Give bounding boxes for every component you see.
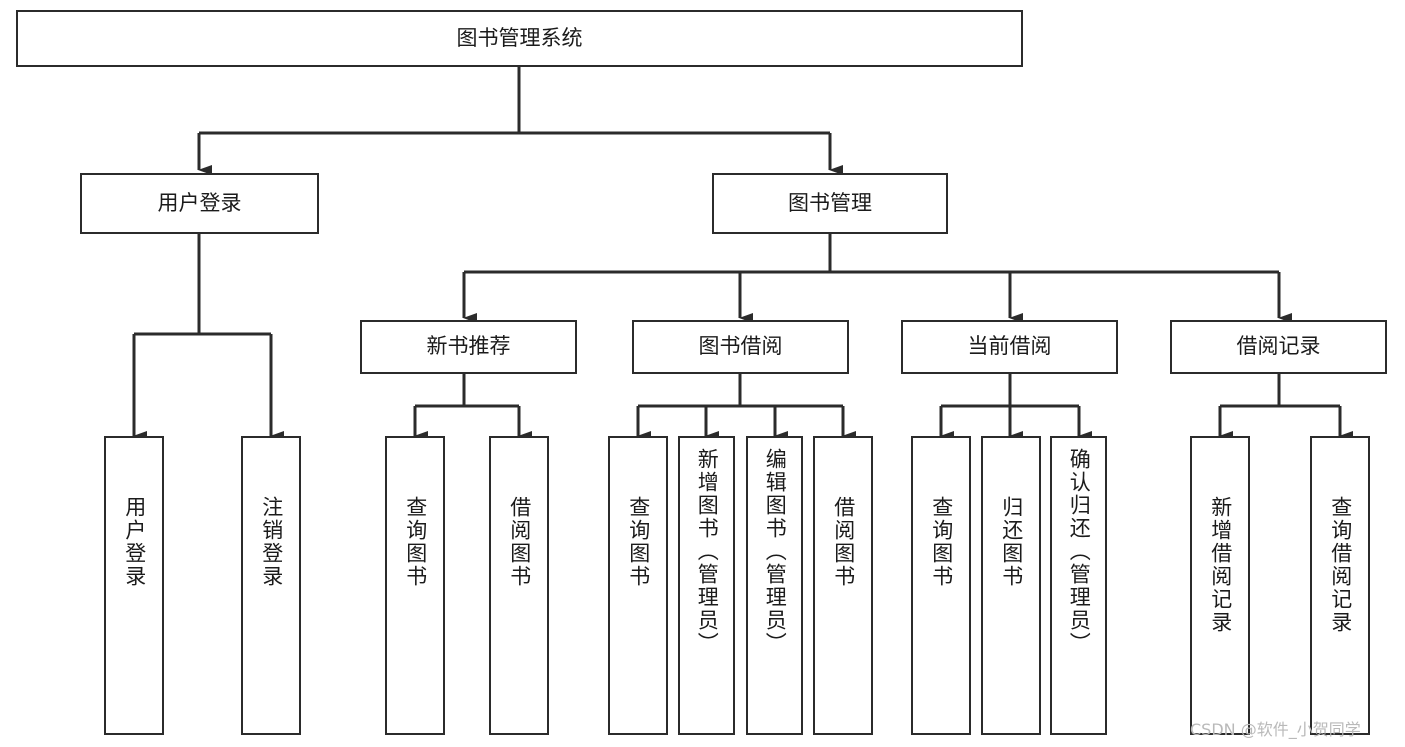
node-label: 当前借阅 [967, 335, 1052, 359]
leaf-query-book-3[interactable]: 查询图书 [911, 436, 971, 735]
node-label: 编辑图书（管理员） [763, 448, 787, 655]
node-label: 借阅图书 [507, 496, 531, 588]
node-current-borrow[interactable]: 当前借阅 [901, 320, 1118, 374]
leaf-user-login[interactable]: 用户登录 [104, 436, 164, 735]
leaf-return-book[interactable]: 归还图书 [981, 436, 1041, 735]
node-label: 归还图书 [999, 496, 1023, 588]
node-label: 图书借阅 [698, 335, 783, 359]
csdn-watermark: CSDN @软件_小贺同学 [1190, 720, 1361, 739]
leaf-logout[interactable]: 注销登录 [241, 436, 301, 735]
leaf-confirm-return-admin[interactable]: 确认归还（管理员） [1050, 436, 1107, 735]
node-borrow-records[interactable]: 借阅记录 [1170, 320, 1387, 374]
node-label: 图书管理系统 [456, 26, 583, 50]
node-label: 查询借阅记录 [1328, 496, 1352, 634]
node-label: 新增图书（管理员） [695, 448, 719, 655]
node-label: 借阅图书 [831, 496, 855, 588]
leaf-query-borrow-record[interactable]: 查询借阅记录 [1310, 436, 1370, 735]
node-user-login[interactable]: 用户登录 [80, 173, 319, 234]
node-book-management[interactable]: 图书管理 [712, 173, 948, 234]
leaf-query-book-2[interactable]: 查询图书 [608, 436, 668, 735]
leaf-borrow-book-1[interactable]: 借阅图书 [489, 436, 549, 735]
node-root[interactable]: 图书管理系统 [16, 10, 1023, 67]
node-book-borrow[interactable]: 图书借阅 [632, 320, 849, 374]
node-label: 新书推荐 [426, 335, 511, 359]
leaf-borrow-book-2[interactable]: 借阅图书 [813, 436, 873, 735]
leaf-add-book-admin[interactable]: 新增图书（管理员） [678, 436, 735, 735]
node-label: 图书管理 [788, 191, 872, 215]
node-label: 新增借阅记录 [1208, 496, 1232, 634]
node-label: 查询图书 [929, 496, 953, 588]
node-label: 查询图书 [626, 496, 650, 588]
leaf-edit-book-admin[interactable]: 编辑图书（管理员） [746, 436, 803, 735]
node-label: 查询图书 [403, 496, 427, 588]
node-label: 用户登录 [157, 191, 242, 215]
node-label: 用户登录 [122, 496, 146, 588]
node-new-book-recommend[interactable]: 新书推荐 [360, 320, 577, 374]
node-label: 注销登录 [259, 496, 283, 588]
leaf-add-borrow-record[interactable]: 新增借阅记录 [1190, 436, 1250, 735]
node-label: 确认归还（管理员） [1067, 448, 1091, 655]
node-label: 借阅记录 [1236, 335, 1321, 359]
leaf-query-book-1[interactable]: 查询图书 [385, 436, 445, 735]
